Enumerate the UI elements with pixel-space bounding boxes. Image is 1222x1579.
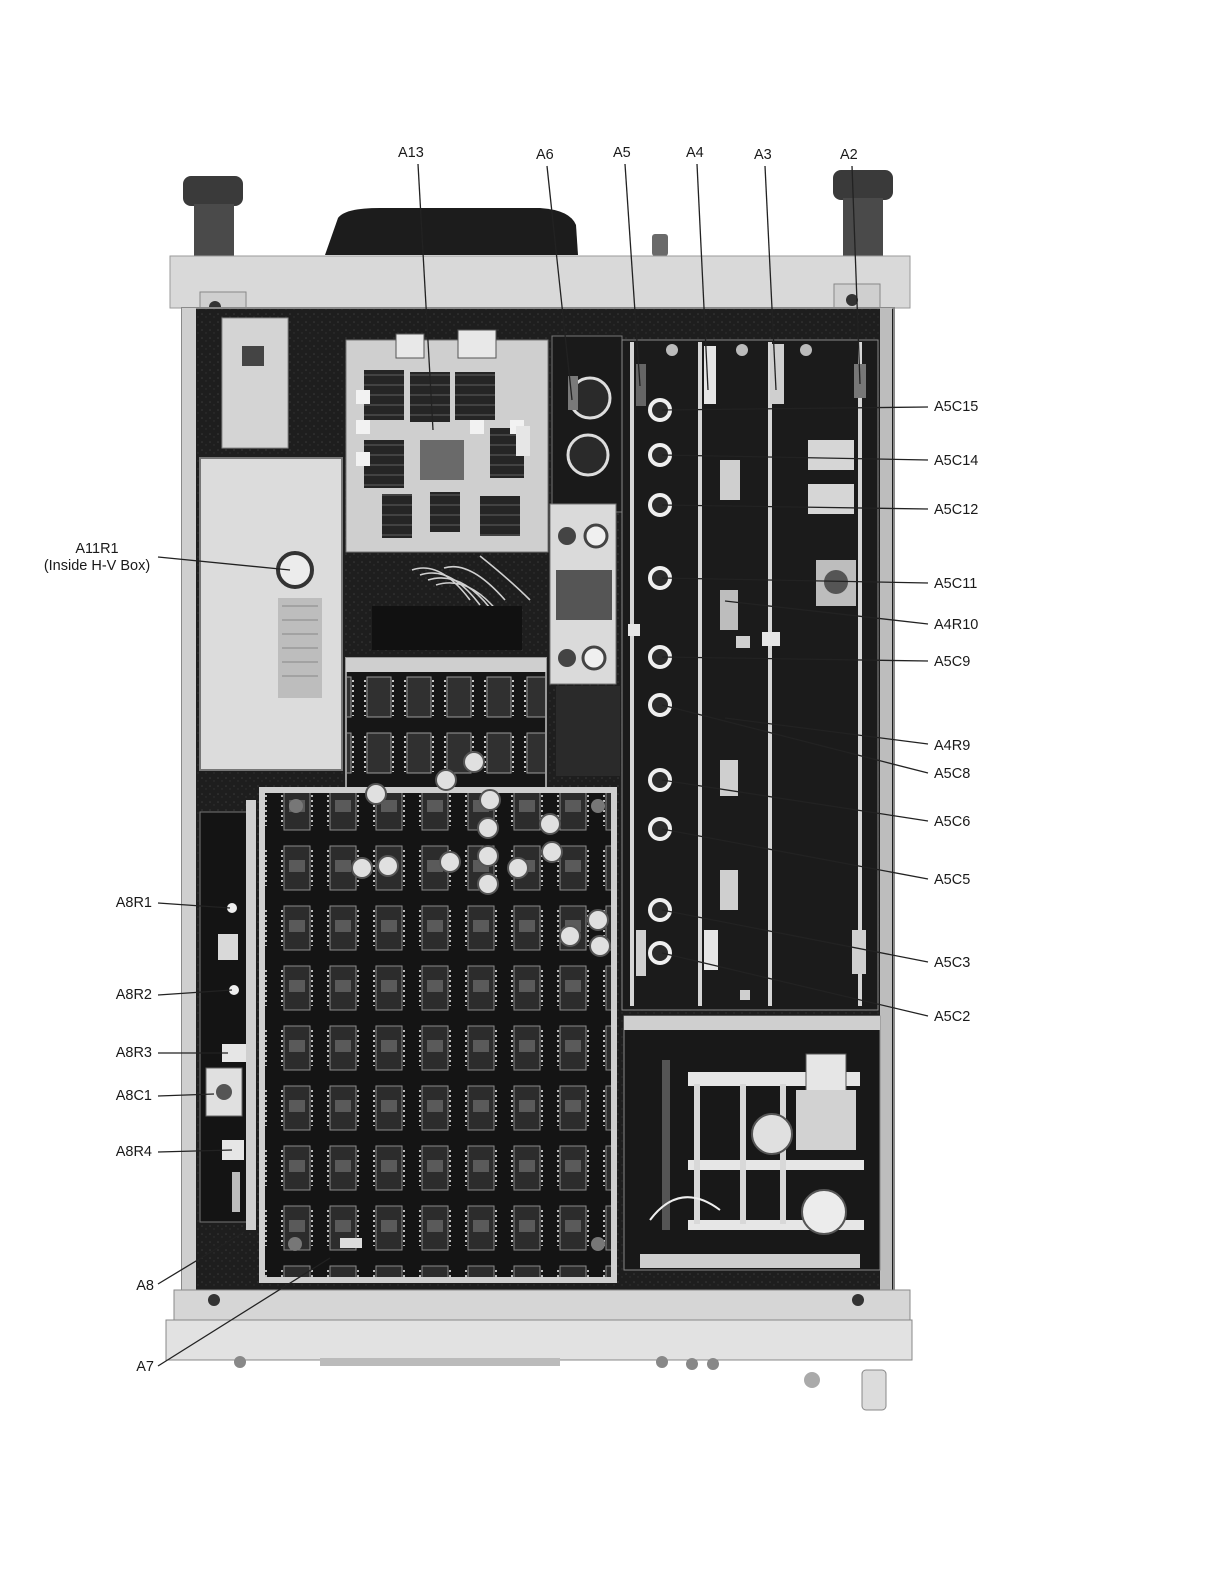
hv-box xyxy=(200,458,342,770)
a13-board xyxy=(346,330,548,552)
label-a5c14: A5C14 xyxy=(934,454,978,469)
label-a11r1-note: (Inside H-V Box) xyxy=(36,558,158,575)
label-a5c15: A5C15 xyxy=(934,400,978,415)
crt-bezel xyxy=(325,208,578,255)
label-a8r1: A8R1 xyxy=(98,896,152,911)
label-a8r4: A8R4 xyxy=(98,1145,152,1160)
left-bracket xyxy=(222,318,288,448)
label-a5c11: A5C11 xyxy=(934,577,977,592)
label-a11r1-ref: A11R1 xyxy=(36,541,158,558)
label-a5: A5 xyxy=(613,146,631,161)
label-a8r2: A8R2 xyxy=(98,988,152,1003)
label-a7: A7 xyxy=(110,1360,154,1375)
label-a5c3: A5C3 xyxy=(934,956,970,971)
label-a5c9: A5C9 xyxy=(934,655,970,670)
label-a8: A8 xyxy=(110,1279,154,1294)
label-a6: A6 xyxy=(536,148,554,163)
label-a11r1: A11R1 (Inside H-V Box) xyxy=(36,541,158,574)
handle-right xyxy=(833,170,893,258)
label-a4r9: A4R9 xyxy=(934,739,970,754)
sweep-mechanism xyxy=(624,1016,880,1270)
label-a5c8: A5C8 xyxy=(934,767,970,782)
label-a5c2: A5C2 xyxy=(934,1010,970,1025)
label-a3: A3 xyxy=(754,148,772,163)
rear-panel xyxy=(166,1320,912,1360)
a6-board xyxy=(550,336,622,684)
a8-board xyxy=(200,800,256,1230)
label-a4r10: A4R10 xyxy=(934,618,978,633)
label-a2: A2 xyxy=(840,148,858,163)
front-rail xyxy=(170,256,910,308)
label-a4: A4 xyxy=(686,146,704,161)
label-a5c12: A5C12 xyxy=(934,503,978,518)
label-a13: A13 xyxy=(398,146,424,161)
label-a5c5: A5C5 xyxy=(934,873,970,888)
label-a8c1: A8C1 xyxy=(98,1089,152,1104)
label-a5c6: A5C6 xyxy=(934,815,970,830)
handle-left xyxy=(183,176,243,260)
front-knob xyxy=(652,234,668,256)
label-a8r3: A8R3 xyxy=(98,1046,152,1061)
